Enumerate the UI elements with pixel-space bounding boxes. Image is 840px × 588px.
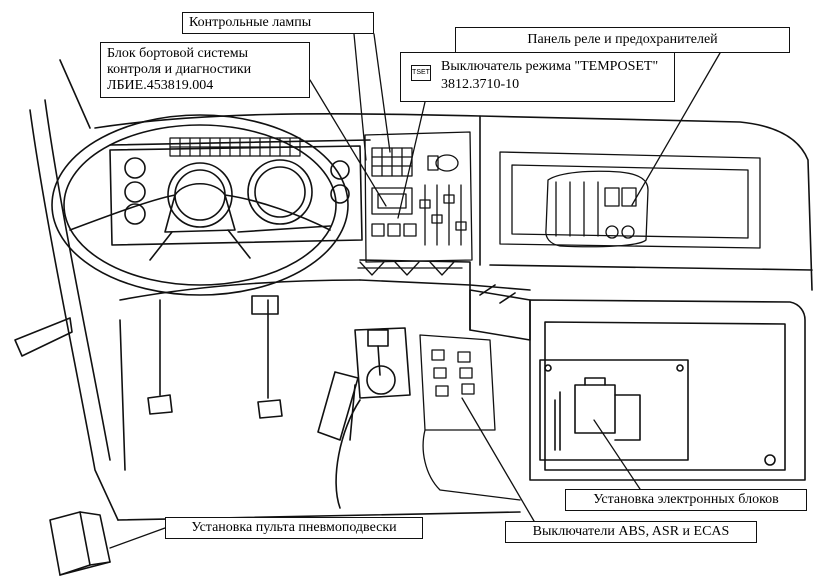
warning-lamps-label: Контрольные лампы bbox=[182, 12, 374, 34]
diagnostics-unit-label: Блок бортовой системы контроля и диагнос… bbox=[100, 42, 310, 98]
ecu-install-text: Установка электронных блоков bbox=[593, 492, 779, 507]
air-suspension-text: Установка пульта пневмоподвески bbox=[191, 520, 397, 535]
dashboard-outline bbox=[94, 112, 813, 331]
gear-lever bbox=[354, 327, 411, 399]
diagnostics-line-2: контроля и диагностики bbox=[107, 62, 252, 77]
diagnostics-line-1: Блок бортовой системы bbox=[107, 46, 249, 61]
center-console bbox=[357, 131, 473, 276]
cab-floor bbox=[49, 399, 521, 576]
pedals bbox=[119, 295, 359, 471]
tempomat-switch-text: Выключатель режима "TEMPOSET" bbox=[441, 59, 659, 74]
tempomat-switch-code: 3812.3710-10 bbox=[441, 77, 520, 92]
air-suspension-label: Установка пульта пневмоподвески bbox=[165, 517, 423, 539]
leader-lines bbox=[109, 33, 721, 549]
abs-switch-panel bbox=[419, 334, 521, 501]
diagnostics-line-3: ЛБИЕ.453819.004 bbox=[107, 78, 214, 93]
instrument-cluster bbox=[109, 145, 363, 246]
relay-panel bbox=[499, 151, 761, 249]
relay-panel-text: Панель реле и предохранителей bbox=[527, 32, 718, 47]
warning-lamps-text: Контрольные лампы bbox=[189, 15, 312, 30]
relay-panel-label: Панель реле и предохранителей bbox=[455, 27, 790, 53]
lower-console bbox=[469, 284, 806, 481]
steering-wheel bbox=[51, 114, 349, 296]
tempomat-switch-label: TSET Выключатель режима "TEMPOSET" 3812.… bbox=[400, 52, 675, 102]
cab-left-wall bbox=[14, 59, 119, 521]
ecu-install-label: Установка электронных блоков bbox=[565, 489, 807, 511]
warning-lamp-block bbox=[169, 137, 301, 157]
abs-switches-text: Выключатели ABS, ASR и ECAS bbox=[532, 524, 730, 539]
abs-switches-label: Выключатели ABS, ASR и ECAS bbox=[505, 521, 757, 543]
tempomat-switch-icon: TSET bbox=[411, 65, 431, 81]
